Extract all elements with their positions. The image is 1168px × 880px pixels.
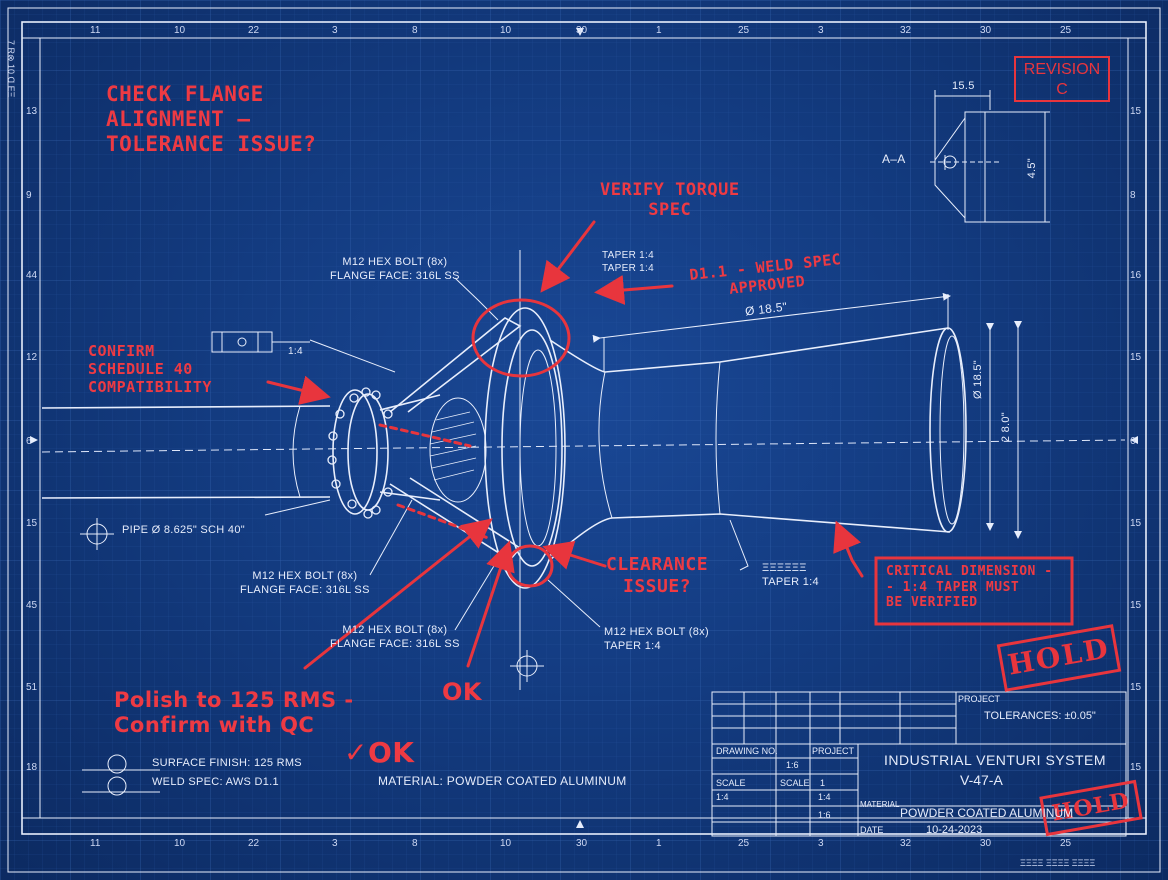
border-number-bottom: 11 [90,838,101,849]
border-number-bottom: 10 [500,838,512,849]
bolt-callout-mid: M12 HEX BOLT (8x) FLANGE FACE: 316L SS [240,570,370,596]
diameter-right: Ø 18.5" [972,360,984,400]
border-number-top: 30 [980,25,992,36]
note-schedule-40: CONFIRM SCHEDULE 40 COMPATIBILITY [88,342,212,396]
tb-value-3: 1:4 [818,792,831,802]
border-number-right: 16 [1130,270,1142,281]
bolt-callout-low: M12 HEX BOLT (8x) FLANGE FACE: 316L SS [330,624,460,650]
note-check-ok: ✓OK [344,736,415,769]
border-number-right: 15 [1130,352,1142,363]
tb-material: POWDER COATED ALUMINUM [900,806,1074,820]
small-callout: 1:4 [288,346,303,357]
border-number-bottom: 8 [412,838,418,849]
border-number-bottom: 32 [900,838,912,849]
border-number-left: 44 [26,270,38,281]
border-number-bottom: 30 [576,838,588,849]
border-number-left: 18 [26,762,38,773]
tb-project-corner: PROJECT [958,694,1001,704]
border-number-top: 8 [412,25,418,36]
border-number-right: 8 [1130,190,1136,201]
border-number-bottom: 22 [248,838,260,849]
note-polish: Polish to 125 RMS - Confirm with QC [114,688,354,738]
border-number-bottom: 1 [656,838,662,849]
border-number-left: 45 [26,600,38,611]
border-number-top: 32 [900,25,912,36]
corner-code: 7 R⊗ 10 Ɑ EΞ [6,40,16,98]
border-number-top: 10 [174,25,186,36]
border-number-bottom: 25 [1060,838,1072,849]
tb-value-1: 1:6 [786,760,799,770]
section-dim-top: 15.5 [952,80,975,92]
tb-material-header: MATERIAL [860,800,900,809]
length-right: 2 8.0" [1000,412,1012,443]
border-number-left: 6 [26,436,32,447]
revision-box: REVISION C [1014,56,1110,102]
border-number-left: 15 [26,518,38,529]
note-ok: OK [442,678,482,706]
border-number-top: 1 [656,25,662,36]
tb-scale-header: SCALE [716,778,746,788]
border-number-right: 15 [1130,682,1142,693]
tb-tolerances: TOLERANCES: ±0.05" [984,710,1096,722]
tb-value-4: 1:6 [818,810,831,820]
border-number-bottom: 30 [980,838,992,849]
section-label: A–A [882,152,906,166]
revision-label: REVISION [1023,61,1101,78]
pipe-callout: PIPE Ø 8.625" SCH 40" [122,524,245,536]
border-number-left: 13 [26,106,38,117]
border-number-right: 15 [1130,762,1142,773]
border-number-left: 9 [26,190,32,201]
border-number-right: 15 [1130,518,1142,529]
note-clearance: CLEARANCE ISSUE? [606,554,709,597]
note-flange-alignment: CHECK FLANGE ALIGNMENT – TOLERANCE ISSUE… [106,82,317,157]
border-number-bottom: 3 [332,838,338,849]
bolt-callout-right: M12 HEX BOLT (8x) TAPER 1:4 [604,626,709,652]
border-number-right: 15 [1130,600,1142,611]
tb-project-header: PROJECT [812,746,855,756]
revision-letter: C [1056,81,1068,98]
border-number-top: 3 [818,25,824,36]
border-number-left: 12 [26,352,38,363]
note-critical-dimension: CRITICAL DIMENSION - - 1:4 TAPER MUST BE… [886,564,1053,611]
corner-code-bottom: ΞΞΞΞ ΞΞΞΞ ΞΞΞΞ [1020,858,1096,868]
border-number-bottom: 3 [818,838,824,849]
material-note: MATERIAL: POWDER COATED ALUMINUM [378,774,627,788]
border-number-top: 25 [1060,25,1072,36]
border-number-right: 6 [1130,436,1136,447]
border-number-right: 15 [1130,106,1142,117]
note-torque: VERIFY TORQUE SPEC [600,180,740,221]
border-number-bottom: 25 [738,838,750,849]
taper-callout-right: ΞΞΞΞΞΞ TAPER 1:4 [762,562,819,588]
surface-finish-spec: SURFACE FINISH: 125 RMS [152,757,302,769]
tb-drawing-number: V-47-A [960,772,1003,788]
tb-scale-header-2: SCALE [780,778,810,788]
border-number-top: 30 [576,25,588,36]
tb-title: INDUSTRIAL VENTURI SYSTEM [884,752,1107,768]
border-number-left: 51 [26,682,38,693]
bolt-callout-top: M12 HEX BOLT (8x) FLANGE FACE: 316L SS [330,256,460,282]
tb-value-2: 1 [820,778,826,788]
border-number-bottom: 10 [174,838,186,849]
border-number-top: 11 [90,25,101,36]
section-dim-side: 4.5" [1026,158,1038,179]
border-number-top: 10 [500,25,512,36]
taper-callout-top: TAPER 1:4 TAPER 1:4 [602,250,654,274]
tb-date-header: DATE [860,825,884,835]
tb-drawing-header: DRAWING NO. [716,746,778,756]
border-number-top: 3 [332,25,338,36]
weld-spec: WELD SPEC: AWS D1.1 [152,776,279,788]
border-number-top: 25 [738,25,750,36]
tb-scale-value: 1:4 [716,792,729,802]
tb-date: 10-24-2023 [926,824,983,836]
border-number-top: 22 [248,25,260,36]
